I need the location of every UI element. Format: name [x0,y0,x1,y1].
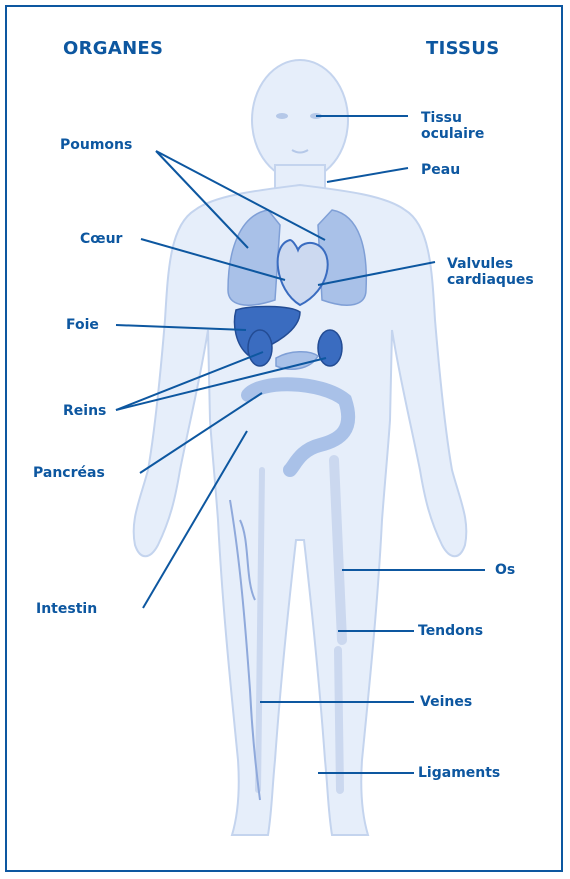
left-kidney [248,330,272,366]
tibia [338,650,340,790]
label-eye-tissue-line2: oculaire [421,126,484,142]
label-intestine: Intestin [36,601,97,617]
right-kidney [318,330,342,366]
label-heart-valves-line2: cardiaques [447,272,534,288]
label-eye-tissue: Tissu oculaire [421,110,484,142]
label-liver: Foie [66,317,99,333]
organs-header: ORGANES [63,38,163,59]
label-bone: Os [495,562,515,578]
label-heart-valves: Valvules cardiaques [447,256,534,288]
label-heart: Cœur [80,231,122,247]
label-lungs: Poumons [60,137,132,153]
label-tendons: Tendons [418,623,483,639]
label-heart-valves-line1: Valvules [447,256,534,272]
label-pancreas: Pancréas [33,465,105,481]
label-eye-tissue-line1: Tissu [421,110,484,126]
label-skin: Peau [421,162,460,178]
tissues-header: TISSUS [426,38,499,59]
tibia-left [258,470,262,790]
label-veins: Veines [420,694,472,710]
label-ligaments: Ligaments [418,765,500,781]
label-kidneys: Reins [63,403,106,419]
